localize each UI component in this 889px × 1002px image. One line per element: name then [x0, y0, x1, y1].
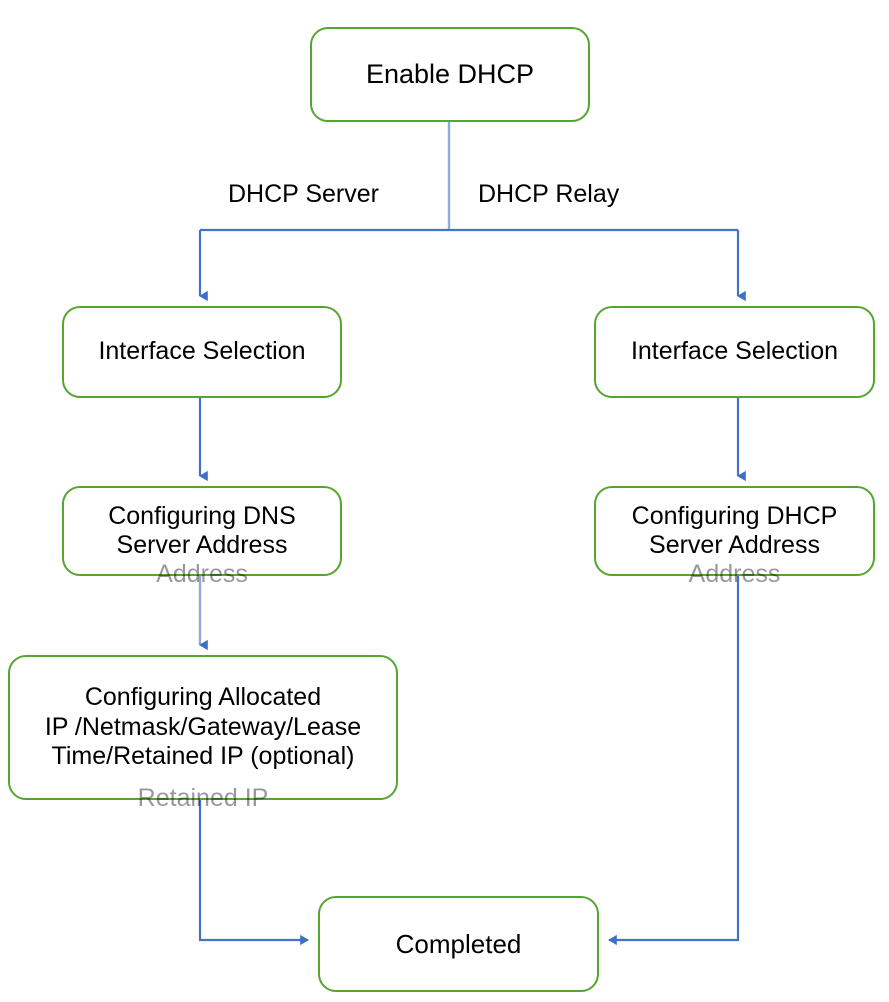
edge-dhcp-to-completed [607, 576, 740, 946]
node-configuring-dhcp-server-address-overflow: Address [688, 560, 781, 586]
node-configuring-allocated-ip[interactable]: Configuring Allocated IP /Netmask/Gatewa… [8, 655, 398, 808]
node-completed[interactable]: Completed [318, 896, 599, 992]
node-interface-selection-left-label: Interface Selection [98, 337, 306, 366]
edge-allocated-to-completed [198, 800, 310, 946]
node-configuring-allocated-ip-label: Configuring Allocated IP /Netmask/Gatewa… [44, 683, 362, 771]
edge-label-dhcp-server: DHCP Server [228, 180, 379, 208]
node-enable-dhcp[interactable]: Enable DHCP [310, 27, 590, 122]
node-configuring-allocated-ip-overflow: Retained IP [137, 784, 269, 808]
node-completed-label: Completed [395, 928, 522, 959]
node-enable-dhcp-label: Enable DHCP [365, 58, 535, 89]
node-configuring-dhcp-server-address[interactable]: Configuring DHCP Server Address Address [594, 486, 875, 586]
node-configuring-dns-server-address-overflow: Address [156, 560, 248, 586]
node-configuring-dns-server-address-label: Configuring DNS Server Address [108, 501, 296, 560]
edge-label-dhcp-relay: DHCP Relay [478, 180, 620, 208]
node-interface-selection-right[interactable]: Interface Selection [594, 306, 875, 398]
node-configuring-dns-server-address[interactable]: Configuring DNS Server Address Address [62, 486, 342, 586]
node-configuring-dhcp-server-address-label: Configuring DHCP Server Address [631, 501, 838, 560]
node-interface-selection-right-label: Interface Selection [630, 337, 839, 366]
node-interface-selection-left[interactable]: Interface Selection [62, 306, 342, 398]
